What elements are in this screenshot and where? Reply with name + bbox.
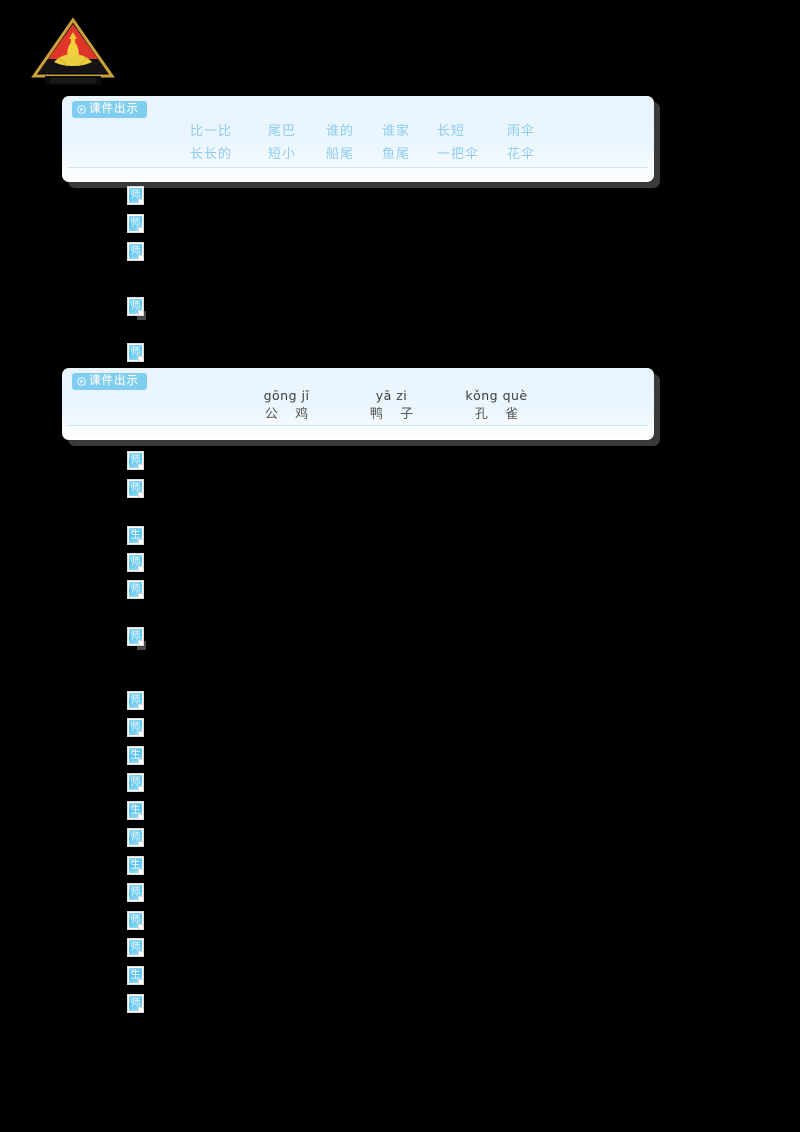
broken-image-placeholder-icon[interactable]: 师 [127, 186, 144, 205]
courseware-panel-2: 课件出示 gōng jī 公 鸡 yā zi 鸭 子 kǒng què 孔 雀 [62, 368, 654, 440]
broken-image-placeholder-icon[interactable]: 师 [127, 691, 144, 710]
broken-image-placeholder-icon[interactable]: 师 [127, 297, 144, 316]
play-circle-icon [77, 377, 86, 386]
placeholder-corner-fold [138, 896, 143, 901]
broken-image-placeholder-icon[interactable]: 师 [127, 451, 144, 470]
pinyin-word-list: gōng jī 公 鸡 yā zi 鸭 子 kǒng què 孔 雀 [234, 388, 549, 423]
placeholder-corner-fold [138, 924, 143, 929]
broken-image-placeholder-icon[interactable]: 师 [127, 553, 144, 572]
placeholder-corner-fold [138, 492, 143, 497]
broken-image-placeholder-icon[interactable]: 师 [127, 773, 144, 792]
word-cell: 长短 [437, 123, 466, 138]
placeholder-corner-fold [138, 593, 143, 598]
broken-image-placeholder-icon[interactable]: 师 [127, 938, 144, 957]
broken-image-placeholder-icon[interactable]: 师 [127, 479, 144, 498]
placeholder-corner-fold [138, 640, 143, 645]
pinyin-word: gōng jī 公 鸡 [234, 388, 339, 423]
placeholder-corner-fold [138, 731, 143, 736]
logo-svg [31, 17, 115, 85]
pinyin-word: kǒng què 孔 雀 [444, 388, 549, 423]
hanzi-text: 公 鸡 [264, 406, 316, 421]
placeholder-corner-fold [138, 841, 143, 846]
hanzi-text: 孔 雀 [474, 406, 526, 421]
word-row: 比一比 尾巴 谁的 谁家 长短 雨伞 [190, 120, 610, 143]
placeholder-corner-fold [138, 356, 143, 361]
word-cell: 比一比 [190, 123, 233, 138]
placeholder-corner-fold [138, 566, 143, 571]
courseware-badge: 课件出示 [72, 373, 147, 390]
broken-image-placeholder-icon[interactable]: 师 [127, 994, 144, 1013]
word-cell: 船尾 [326, 146, 355, 161]
word-cell: 长长的 [190, 146, 233, 161]
placeholder-corner-fold [138, 255, 143, 260]
placeholder-corner-fold [138, 759, 143, 764]
broken-image-placeholder-icon[interactable]: 师 [127, 718, 144, 737]
word-cell: 谁家 [382, 123, 411, 138]
pinyin-text: yā zi [375, 388, 408, 403]
pinyin-word: yā zi 鸭 子 [339, 388, 444, 423]
placeholder-corner-fold [138, 199, 143, 204]
broken-image-placeholder-icon[interactable]: 生 [127, 966, 144, 985]
placeholder-corner-fold [138, 869, 143, 874]
broken-image-placeholder-icon[interactable]: 师 [127, 911, 144, 930]
play-circle-icon [77, 105, 86, 114]
word-cell: 短小 [268, 146, 297, 161]
broken-image-placeholder-icon[interactable]: 生 [127, 856, 144, 875]
broken-image-placeholder-icon[interactable]: 师 [127, 883, 144, 902]
word-grid: 比一比 尾巴 谁的 谁家 长短 雨伞 长长的 短小 船尾 鱼尾 一把伞 花伞 [190, 120, 610, 166]
broken-image-placeholder-icon[interactable]: 生 [127, 746, 144, 765]
placeholder-corner-fold [138, 704, 143, 709]
word-cell: 一把伞 [437, 146, 480, 161]
placeholder-corner-fold [138, 814, 143, 819]
broken-image-placeholder-icon[interactable]: 生 [127, 526, 144, 545]
placeholder-corner-fold [138, 951, 143, 956]
broken-image-placeholder-icon[interactable]: 师 [127, 627, 144, 646]
courseware-panel-1: 课件出示 比一比 尾巴 谁的 谁家 长短 雨伞 长长的 短小 船尾 鱼尾 一把伞… [62, 96, 654, 182]
broken-image-placeholder-icon[interactable]: 师 [127, 580, 144, 599]
placeholder-corner-fold [138, 979, 143, 984]
placeholder-corner-fold [138, 227, 143, 232]
broken-image-placeholder-icon[interactable]: 生 [127, 801, 144, 820]
placeholder-corner-fold [138, 786, 143, 791]
word-row: 长长的 短小 船尾 鱼尾 一把伞 花伞 [190, 143, 610, 166]
broken-image-placeholder-icon[interactable]: 师 [127, 242, 144, 261]
word-cell: 花伞 [507, 146, 536, 161]
placeholder-corner-fold [138, 539, 143, 544]
triangle-emblem-logo [28, 14, 118, 86]
placeholder-corner-fold [138, 310, 143, 315]
courseware-badge-label: 课件出示 [89, 103, 139, 115]
placeholder-corner-fold [138, 464, 143, 469]
courseware-badge-label: 课件出示 [89, 375, 139, 387]
hanzi-text: 鸭 子 [369, 406, 421, 421]
courseware-badge: 课件出示 [72, 101, 147, 118]
broken-image-placeholder-icon[interactable]: 师 [127, 828, 144, 847]
pinyin-text: gōng jī [263, 388, 310, 403]
broken-image-placeholder-icon[interactable]: 师 [127, 214, 144, 233]
word-cell: 谁的 [326, 123, 355, 138]
word-cell: 尾巴 [268, 123, 297, 138]
word-cell: 鱼尾 [382, 146, 411, 161]
word-cell: 雨伞 [507, 123, 536, 138]
pinyin-text: kǒng què [465, 388, 528, 403]
placeholder-corner-fold [138, 1007, 143, 1012]
broken-image-placeholder-icon[interactable]: 师 [127, 343, 144, 362]
